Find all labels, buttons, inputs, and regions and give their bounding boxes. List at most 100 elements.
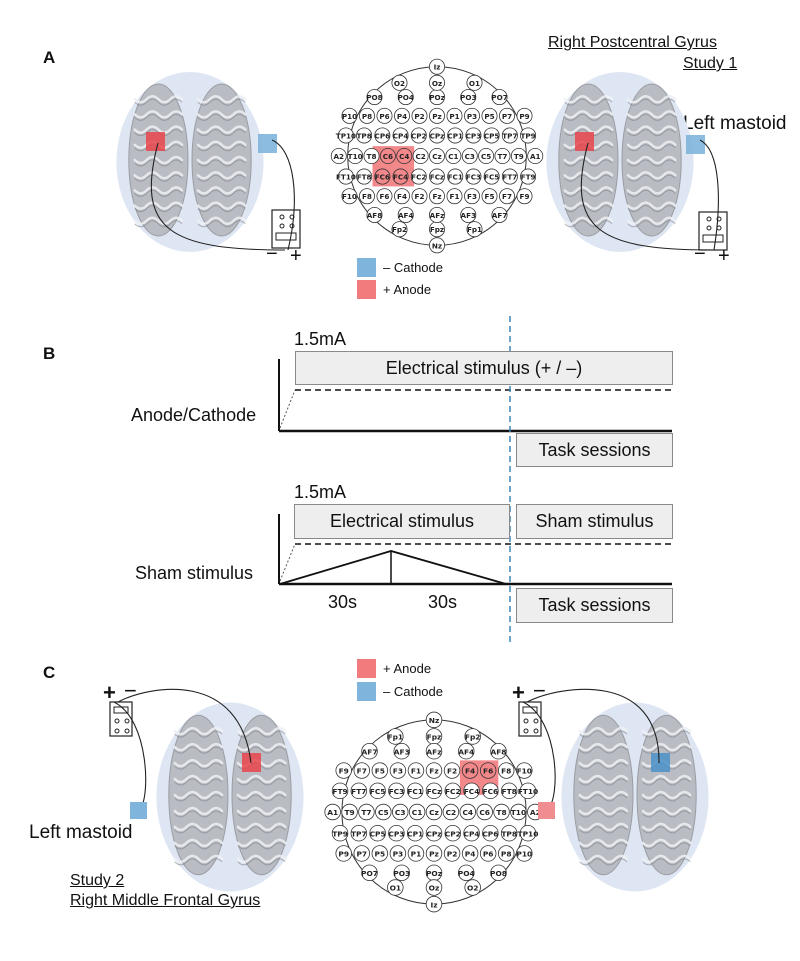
svg-text:F2: F2 — [447, 767, 457, 776]
svg-text:CP4: CP4 — [464, 829, 480, 838]
svg-text:P6: P6 — [483, 850, 494, 859]
svg-text:F10: F10 — [517, 767, 532, 776]
legend-cathode-swatch — [357, 682, 376, 701]
electrode-fc4: FC4 — [392, 168, 409, 185]
svg-text:CPz: CPz — [430, 131, 445, 140]
electrode-o2: O2 — [391, 74, 408, 91]
electrode-po8: PO8 — [490, 864, 507, 882]
electrode-cp6: CP6 — [482, 824, 499, 842]
electrode-f3: F3 — [464, 188, 480, 205]
electrode-t9: T9 — [510, 148, 527, 164]
legend-anode-swatch — [357, 280, 376, 299]
cathode-mastoid-pad — [130, 802, 147, 819]
electrode-p9: P9 — [516, 107, 533, 124]
svg-text:AFz: AFz — [430, 211, 445, 220]
electrode-cp3: CP3 — [388, 824, 405, 842]
svg-text:F3: F3 — [467, 192, 477, 201]
svg-text:A1: A1 — [530, 152, 541, 161]
brain-hemisphere-left — [558, 83, 619, 237]
top-current-label: 1.5mA — [294, 329, 347, 349]
electrode-po3: PO3 — [460, 89, 476, 106]
electrode-tp8: TP8 — [500, 824, 518, 842]
anode-cathode-row-label: Anode/Cathode — [131, 405, 257, 425]
stimulator-body — [698, 211, 728, 251]
electrode-o1: O1 — [387, 879, 404, 896]
electrode-p3: P3 — [389, 845, 407, 862]
brain-top-view-right — [546, 72, 705, 252]
svg-text:A2: A2 — [333, 152, 344, 161]
electrode-cp5: CP5 — [369, 824, 386, 842]
svg-text:PO4: PO4 — [458, 869, 475, 878]
electrode-p5: P5 — [481, 107, 498, 124]
svg-text:TP7: TP7 — [351, 829, 367, 838]
svg-text:Fp1: Fp1 — [467, 225, 482, 234]
svg-text:TP8: TP8 — [357, 131, 372, 140]
svg-text:CP2: CP2 — [445, 829, 461, 838]
electrode-wire — [117, 688, 252, 764]
svg-text:C4: C4 — [399, 152, 409, 161]
stimulator-plus: + — [718, 245, 730, 267]
svg-text:FC2: FC2 — [445, 787, 461, 796]
svg-text:Nz: Nz — [429, 716, 440, 725]
electrode-po7: PO7 — [491, 89, 508, 106]
svg-text:FC3: FC3 — [466, 173, 481, 182]
electrode-wire — [699, 139, 719, 251]
svg-text:PO8: PO8 — [366, 93, 382, 102]
electrode-p6: P6 — [376, 107, 393, 124]
sham-stimulus-row-label: Sham stimulus — [135, 563, 254, 583]
svg-text:PO3: PO3 — [393, 869, 410, 878]
svg-text:CP5: CP5 — [484, 131, 500, 140]
electrode-cp3: CP3 — [465, 127, 482, 144]
svg-text:FT10: FT10 — [518, 787, 538, 796]
brain-hemisphere-left — [128, 83, 189, 237]
svg-text:Oz: Oz — [429, 884, 440, 893]
electrode-fc3: FC3 — [388, 782, 405, 800]
electrode-p8: P8 — [497, 845, 515, 862]
svg-text:F4: F4 — [465, 767, 475, 776]
svg-text:P8: P8 — [501, 850, 512, 859]
svg-text:F4: F4 — [397, 192, 407, 201]
svg-text:Nz: Nz — [432, 241, 442, 250]
svg-text:P10: P10 — [342, 112, 357, 121]
electrode-cp1: CP1 — [406, 824, 424, 842]
electrode-iz: Iz — [425, 895, 443, 913]
svg-text:Cz: Cz — [429, 808, 439, 817]
electrode-po8: PO8 — [366, 89, 383, 106]
left-mastoid-label-a: Left mastoid — [683, 113, 787, 134]
electrode-fc3: FC3 — [465, 168, 482, 185]
svg-text:Fp1: Fp1 — [388, 733, 404, 742]
anode-electrode-pad — [146, 132, 165, 151]
electrode-fc4: FC4 — [463, 782, 480, 800]
svg-text:Pz: Pz — [429, 850, 439, 859]
electrode-p2: P2 — [443, 845, 461, 862]
stimulator-plus: + — [512, 680, 525, 705]
svg-text:PO4: PO4 — [398, 93, 414, 102]
svg-text:O1: O1 — [469, 79, 480, 88]
electrode-c2: C2 — [412, 148, 429, 164]
electrode-p6: P6 — [479, 845, 497, 862]
svg-text:P4: P4 — [397, 112, 407, 121]
electrode-p8: P8 — [358, 107, 375, 124]
svg-text:T7: T7 — [361, 808, 371, 817]
electrode-wire — [522, 701, 556, 809]
svg-text:AF3: AF3 — [394, 747, 410, 756]
electrode-tp9: TP9 — [331, 824, 349, 842]
electrode-cz: Cz — [429, 148, 445, 164]
svg-text:P6: P6 — [379, 112, 389, 121]
svg-text:CP6: CP6 — [482, 829, 498, 838]
stimulator-minus: − — [266, 243, 278, 265]
electrode-f10: F10 — [516, 762, 533, 779]
electrode-f1: F1 — [446, 188, 463, 205]
svg-text:C5: C5 — [378, 808, 389, 817]
electrode-fp1: Fp1 — [387, 728, 404, 745]
electrode-ft9: FT9 — [520, 168, 537, 185]
svg-text:F1: F1 — [411, 767, 421, 776]
electrode-f4: F4 — [394, 188, 410, 205]
svg-text:AF7: AF7 — [362, 747, 378, 756]
electrode-fz: Fz — [425, 762, 443, 779]
electrode-a2: A2 — [330, 148, 347, 164]
stimulator-body — [109, 701, 133, 737]
svg-text:FC1: FC1 — [407, 787, 423, 796]
